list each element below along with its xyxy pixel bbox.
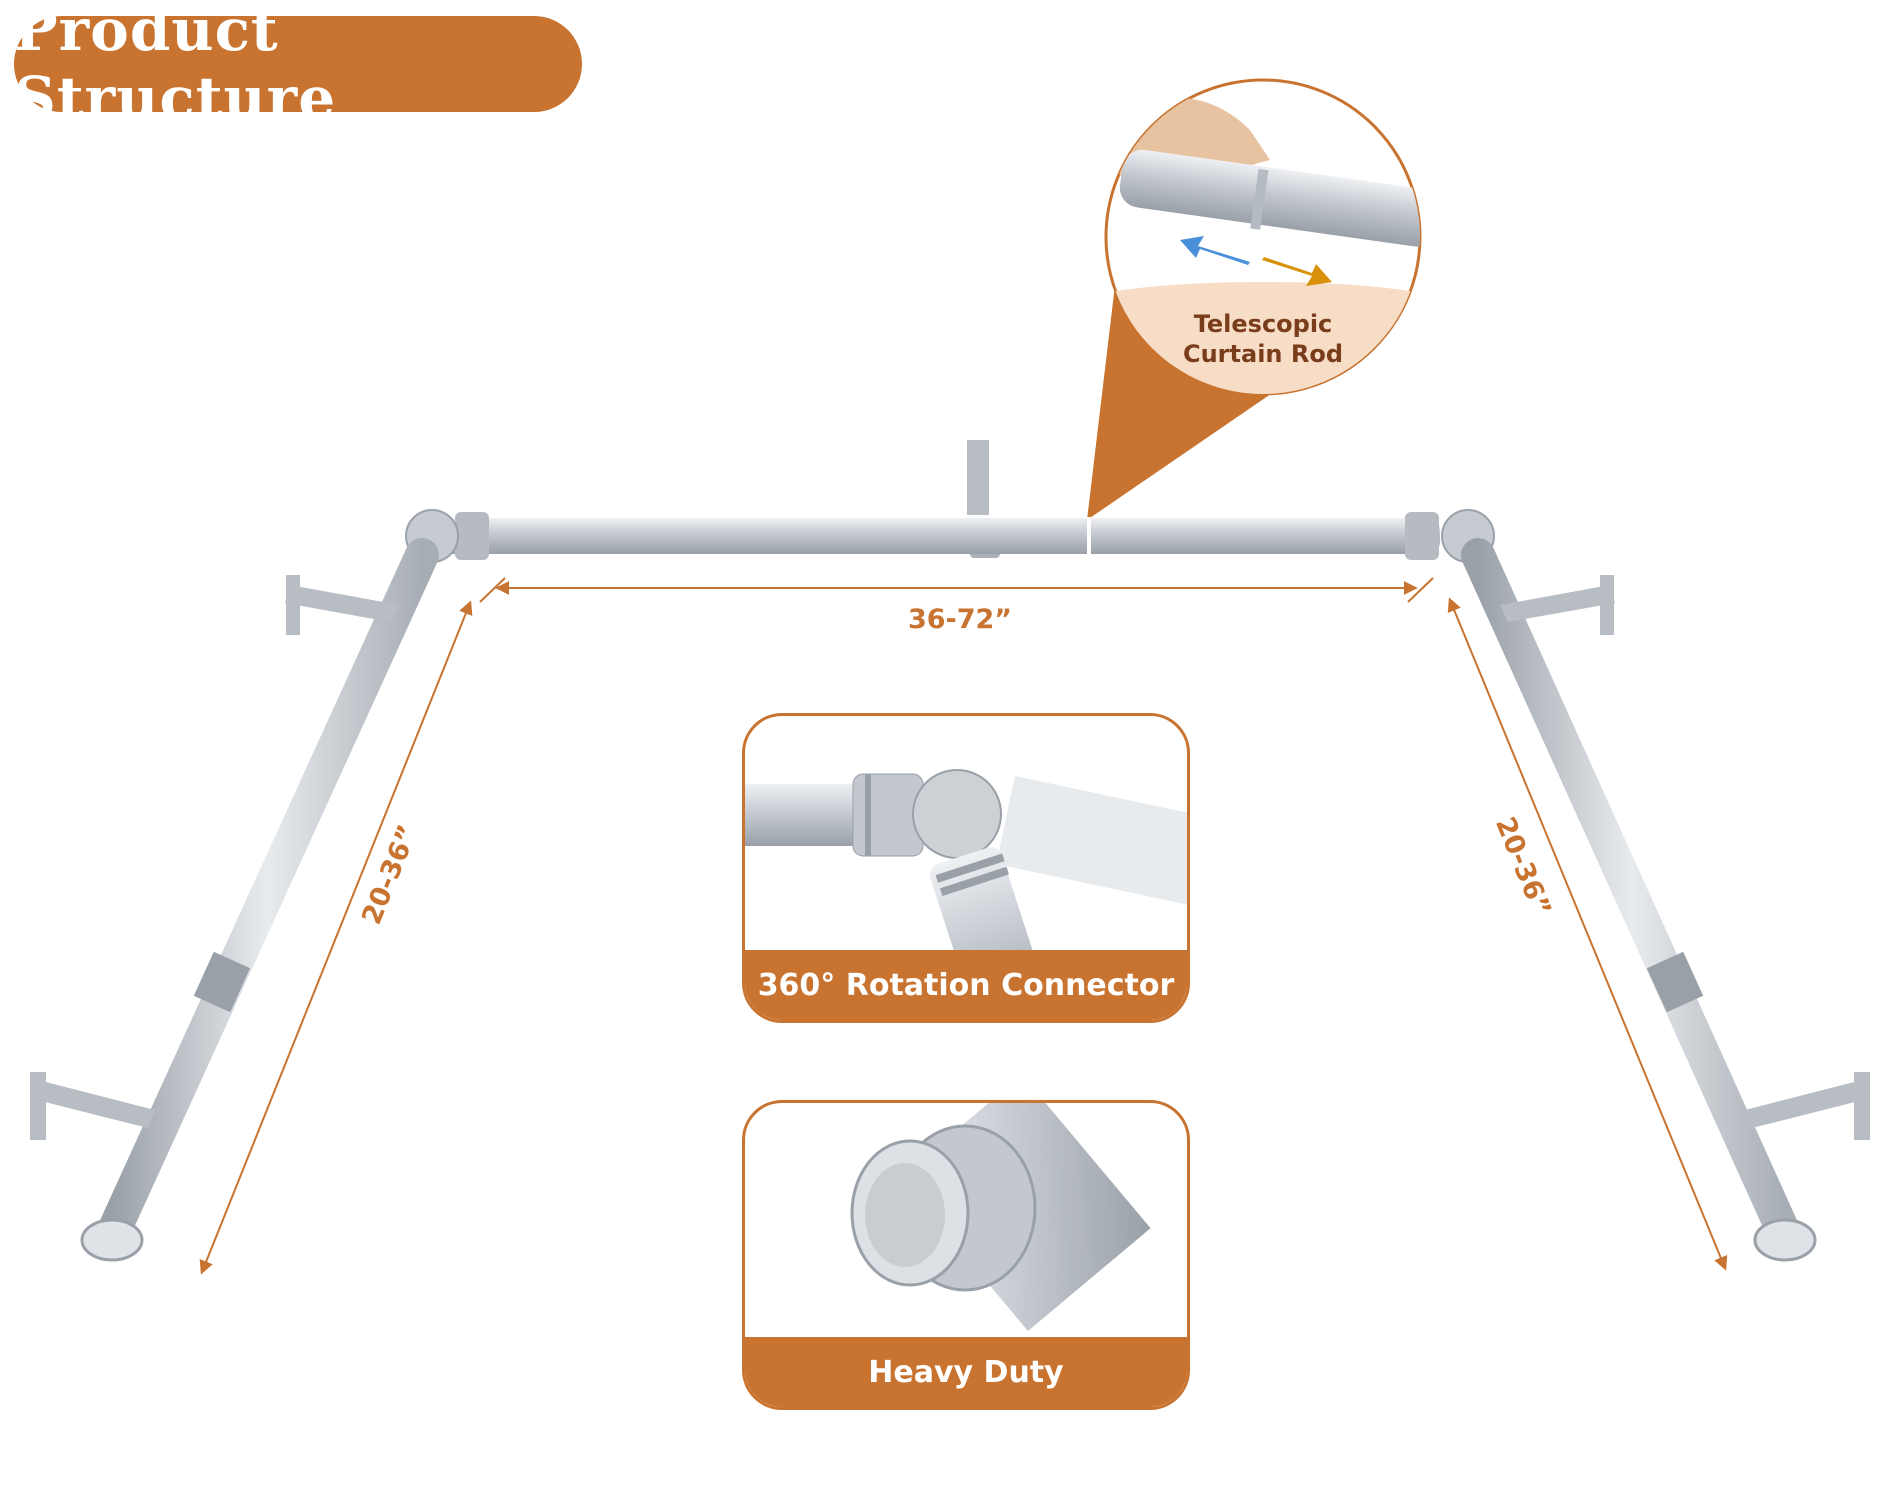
connector-label: 360° Rotation Connector <box>745 950 1187 1020</box>
arrow-left-icon <box>1180 236 1250 265</box>
right-side-label: 20-36” <box>1489 813 1557 921</box>
arrow-right-icon <box>1262 257 1332 286</box>
right-bracket-lower <box>1745 1072 1870 1140</box>
center-bracket <box>967 440 989 515</box>
callout-line-1: Telescopic <box>1194 310 1333 338</box>
finial-label: Heavy Duty <box>745 1337 1187 1407</box>
finial-image <box>850 1103 1151 1332</box>
right-side-dimension-line <box>1447 597 1728 1271</box>
front-width-label: 36-72” <box>908 604 1012 635</box>
connector-detail-card: 360° Rotation Connector <box>742 713 1190 1023</box>
callout-line-2: Curtain Rod <box>1183 340 1343 368</box>
front-rod <box>440 512 1440 560</box>
right-finial <box>1753 1218 1817 1262</box>
telescopic-rod-image <box>1119 149 1420 247</box>
left-bracket-lower <box>30 1072 155 1140</box>
left-side-dimension-line <box>199 600 473 1275</box>
left-side-rod <box>30 538 439 1252</box>
finial-detail-card: Heavy Duty <box>742 1100 1190 1410</box>
left-finial <box>80 1218 144 1262</box>
left-side-label: 20-36” <box>356 821 424 929</box>
